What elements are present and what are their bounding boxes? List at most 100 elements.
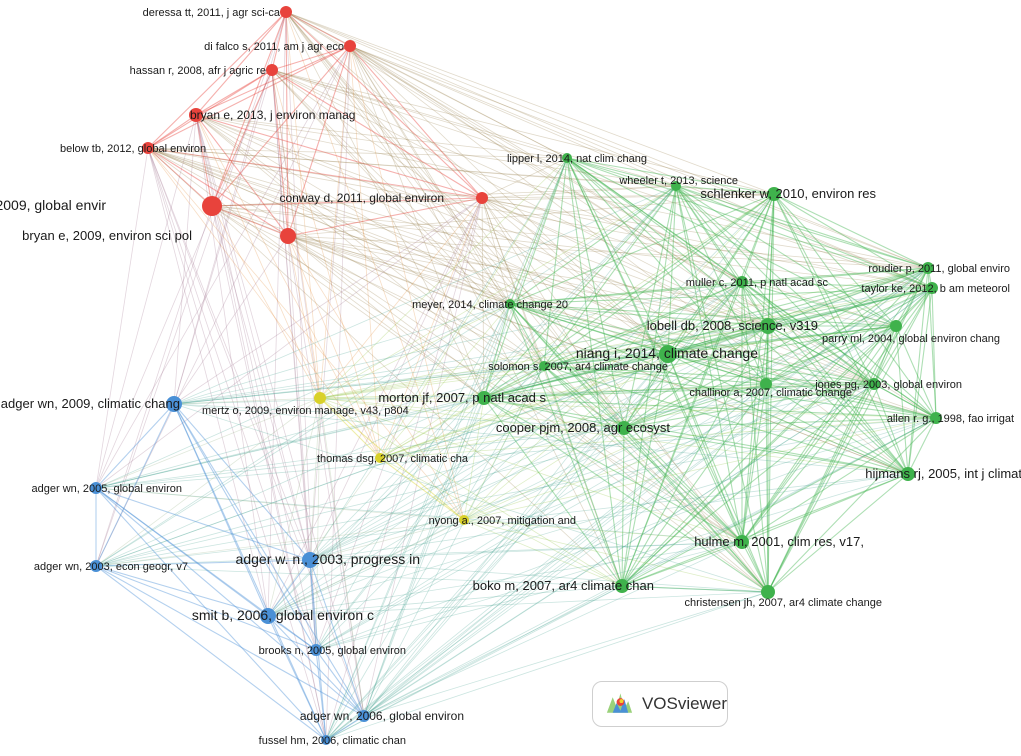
network-link — [895, 325, 937, 419]
node-bryan2009[interactable] — [280, 228, 296, 244]
network-link — [95, 403, 175, 567]
node-niang2014[interactable] — [659, 345, 677, 363]
network-link — [509, 303, 545, 367]
node-allen1998[interactable] — [930, 412, 942, 424]
network-link — [285, 11, 317, 651]
network-link — [765, 325, 897, 385]
node-cooper2008[interactable] — [617, 421, 631, 435]
node-solomon2007[interactable] — [539, 361, 549, 371]
node-nyong2007[interactable] — [459, 515, 469, 525]
network-link — [675, 185, 933, 289]
network-link — [309, 353, 669, 561]
network-link — [741, 281, 933, 289]
network-link — [667, 353, 909, 475]
network-link — [621, 193, 775, 587]
node-deressa2009[interactable] — [202, 196, 222, 216]
node-schlenker2010[interactable] — [767, 187, 781, 201]
network-link — [267, 397, 485, 617]
node-adger2005[interactable] — [90, 482, 102, 494]
node-boko2007[interactable] — [615, 579, 629, 593]
vosviewer-badge: VOSviewer — [592, 681, 728, 727]
network-link — [319, 185, 677, 399]
network-link — [309, 519, 465, 561]
node-hijmans2005[interactable] — [901, 467, 915, 481]
node-parry2004[interactable] — [890, 320, 902, 332]
node-below2012[interactable] — [142, 142, 154, 154]
network-link — [147, 147, 568, 159]
node-fussel2006[interactable] — [321, 735, 331, 745]
node-mertz2009[interactable] — [314, 392, 326, 404]
node-roudier2011[interactable] — [922, 262, 934, 274]
node-lipper2014[interactable] — [562, 153, 572, 163]
node-taylor2012[interactable] — [926, 282, 938, 294]
network-link — [621, 427, 625, 587]
network-link — [621, 325, 897, 587]
node-label-allen1998: allen r. g., 1998, fao irrigat — [887, 413, 1014, 425]
node-hulme2001[interactable] — [735, 535, 749, 549]
node-deressa2011[interactable] — [280, 6, 292, 18]
node-morton2007[interactable] — [477, 391, 491, 405]
network-link — [349, 45, 669, 355]
node-label-parry2004: parry ml, 2004, global environ chang — [822, 333, 1000, 345]
node-label-smit2006: smit b, 2006, global environ c — [192, 607, 374, 623]
network-link — [767, 287, 933, 593]
node-smit2006[interactable] — [260, 608, 276, 624]
network-link — [379, 267, 929, 459]
network-link — [623, 185, 677, 429]
node-wheeler2013[interactable] — [671, 181, 681, 191]
network-link — [95, 487, 465, 521]
network-link — [309, 325, 769, 561]
network-link — [931, 287, 937, 419]
network-link — [319, 397, 625, 429]
network-link — [95, 397, 485, 489]
network-link — [267, 287, 933, 617]
network-link — [509, 267, 929, 305]
network-link — [765, 287, 933, 385]
node-challinor2007[interactable] — [760, 378, 772, 390]
node-label-boko2007: boko m, 2007, ar4 climate chan — [473, 578, 654, 593]
network-link — [173, 353, 669, 405]
network-link — [363, 193, 775, 717]
node-label-below2012: below tb, 2012, global environ — [60, 143, 206, 155]
node-jones2003[interactable] — [868, 378, 880, 390]
node-conway2011[interactable] — [476, 192, 488, 204]
network-link — [483, 353, 669, 399]
node-christensen2007[interactable] — [761, 585, 775, 599]
network-link — [621, 417, 937, 587]
network-link — [285, 11, 669, 355]
node-hassan2008[interactable] — [266, 64, 278, 76]
node-meyer2014[interactable] — [505, 299, 515, 309]
network-link — [267, 325, 769, 617]
network-link — [95, 403, 175, 489]
node-adger2003econ[interactable] — [90, 560, 102, 572]
network-link — [147, 147, 933, 289]
node-thomas2007[interactable] — [375, 453, 385, 463]
node-brooks2005[interactable] — [310, 644, 322, 656]
network-link — [773, 193, 909, 475]
network-link — [195, 114, 511, 305]
network-link — [741, 281, 875, 385]
network-link — [463, 383, 767, 521]
node-adger2006[interactable] — [358, 710, 370, 722]
network-link — [463, 325, 769, 521]
network-link — [379, 193, 775, 459]
network-link — [873, 325, 897, 385]
network-link — [285, 11, 351, 47]
node-label-fussel2006: fussel hm, 2006, climatic chan — [259, 735, 406, 747]
network-link — [309, 559, 317, 651]
node-muller2011[interactable] — [736, 276, 748, 288]
node-bryan2013[interactable] — [189, 108, 203, 122]
node-label-taylor2012: taylor ke, 2012, b am meteorol — [861, 283, 1010, 295]
node-lobell2008[interactable] — [760, 318, 776, 334]
network-link — [211, 205, 929, 269]
network-link — [147, 147, 875, 385]
node-adger2003prog[interactable] — [302, 552, 318, 568]
network-link — [543, 325, 769, 367]
network-link — [349, 45, 485, 399]
network-link — [287, 235, 311, 561]
node-difalco2011[interactable] — [344, 40, 356, 52]
network-link — [95, 487, 743, 543]
network-link — [287, 45, 351, 237]
network-link — [319, 397, 909, 475]
node-adger2009[interactable] — [166, 396, 182, 412]
